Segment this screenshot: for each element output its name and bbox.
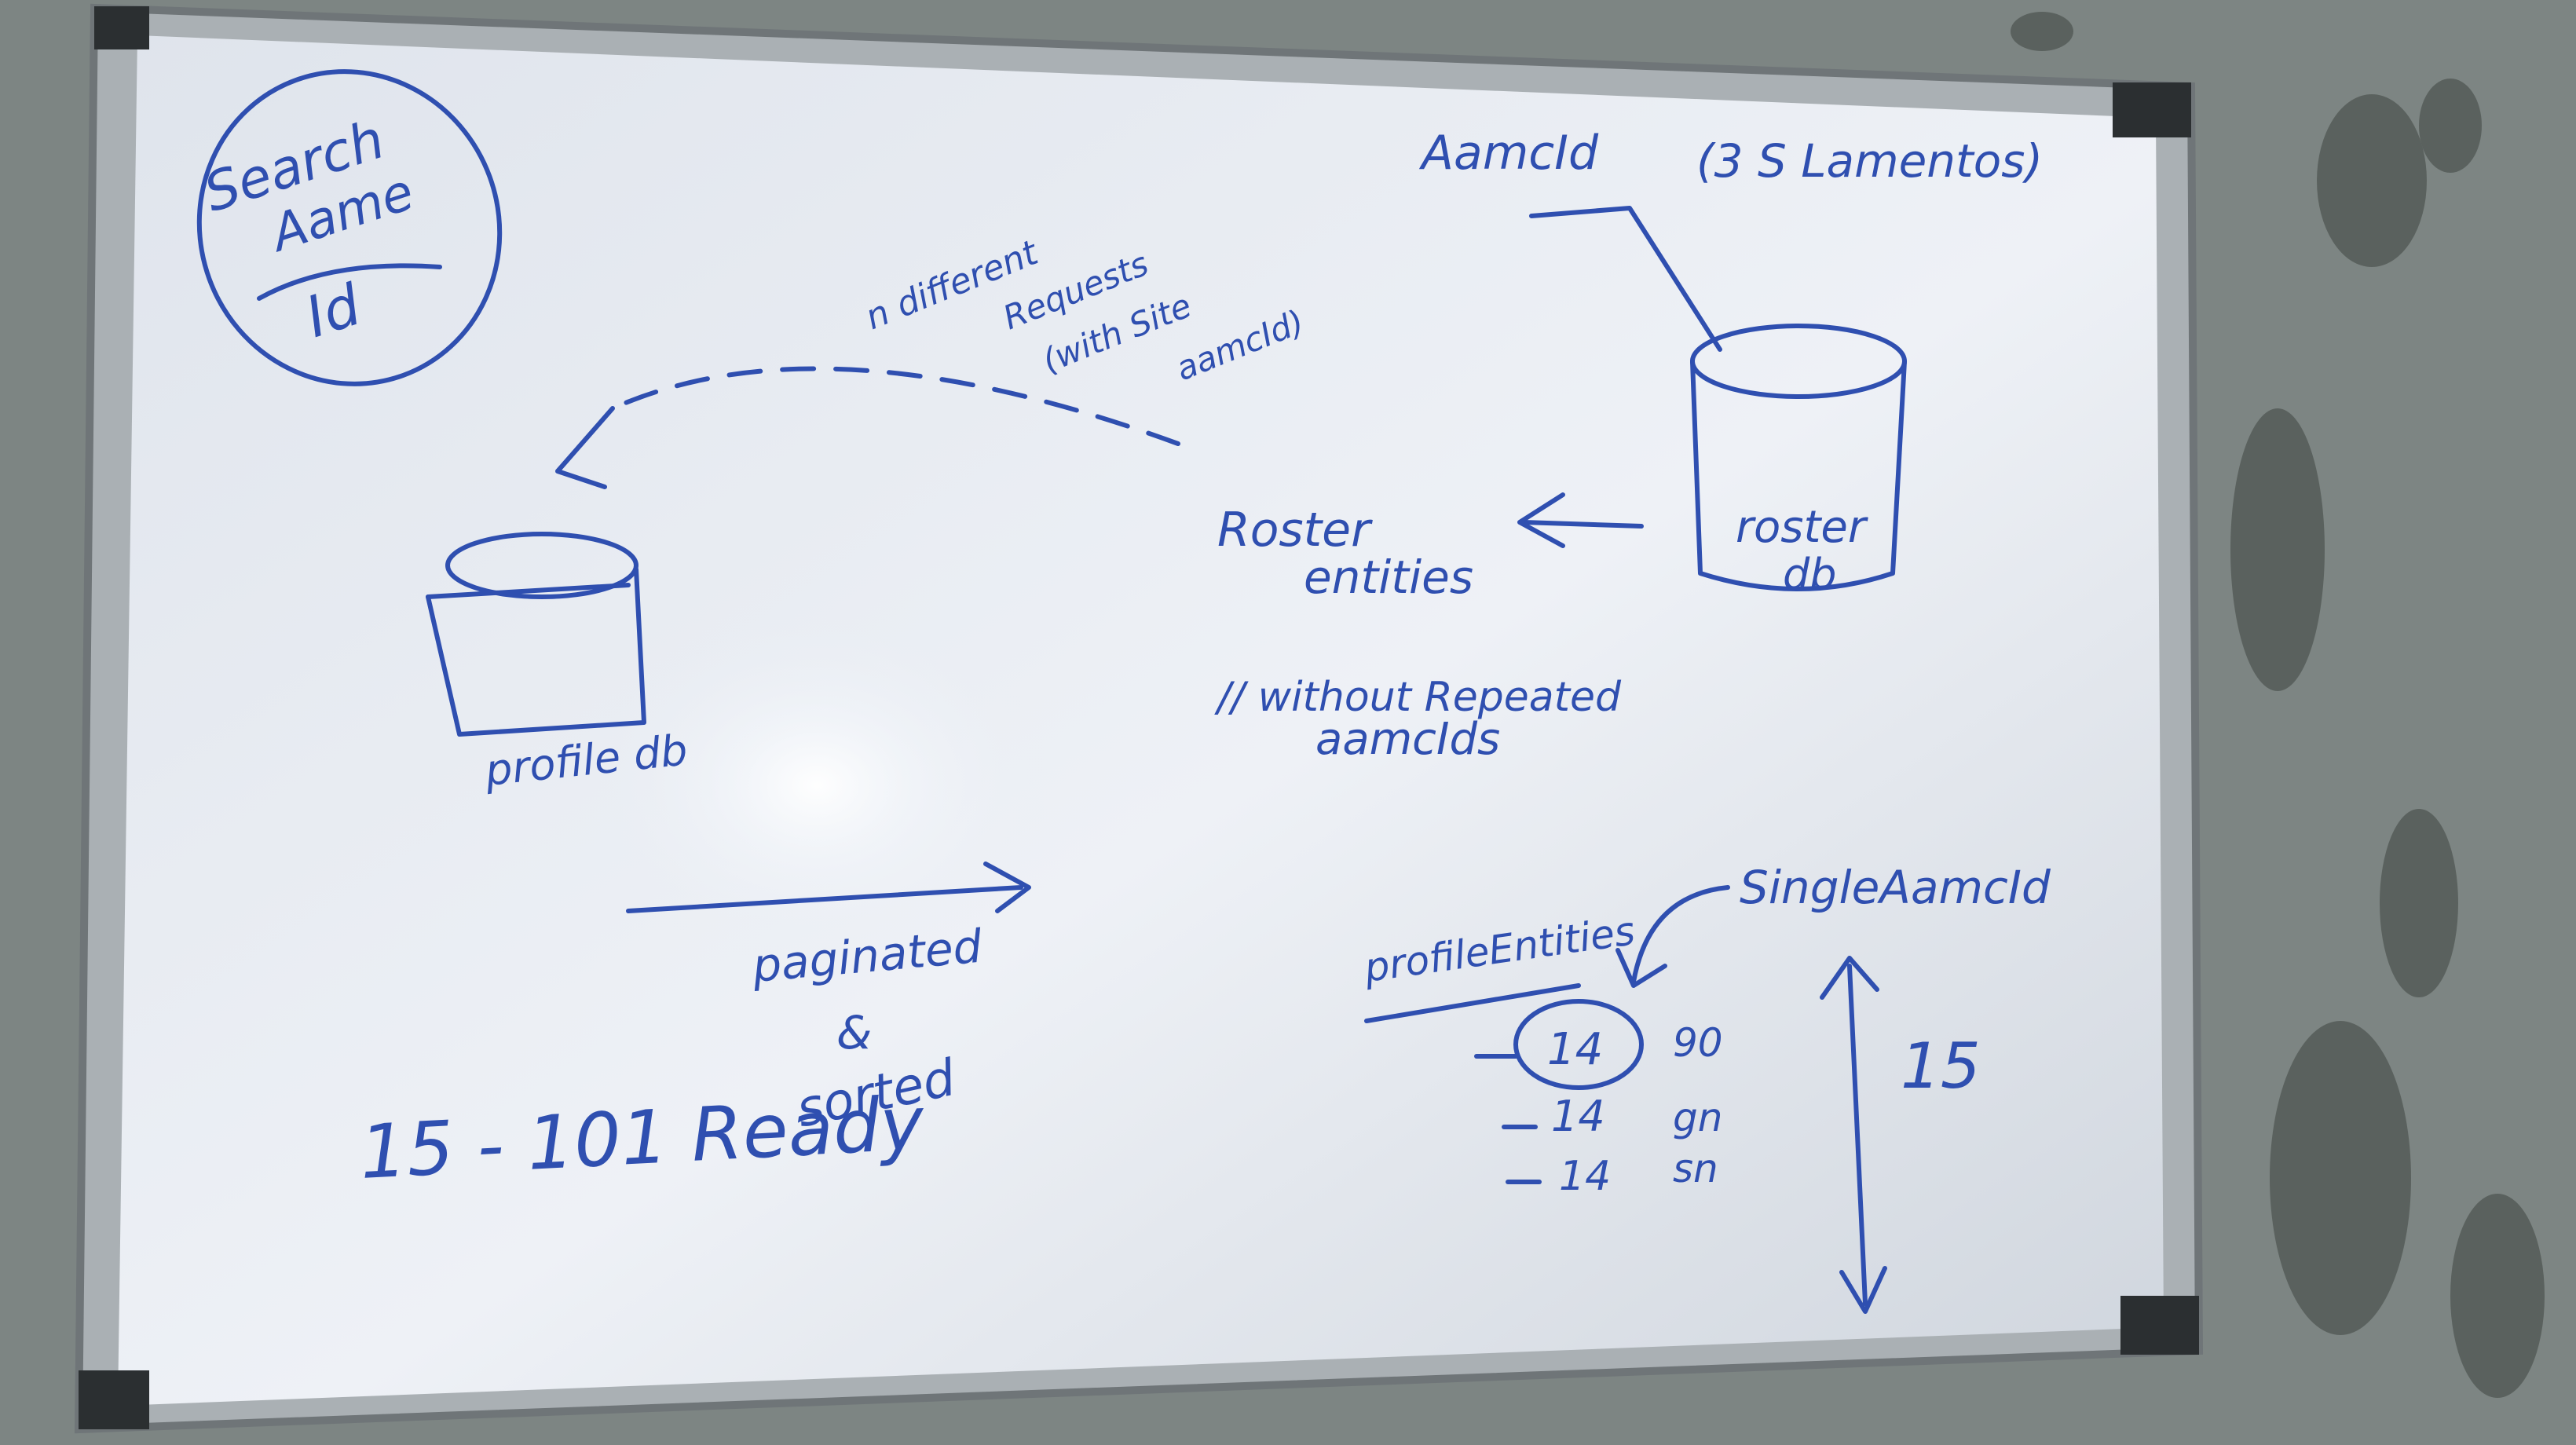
requests-dashed-arrow	[610, 366, 1180, 446]
db-right-label-1: roster	[1736, 502, 1868, 553]
paginated-arrowhead	[983, 862, 1031, 913]
row2-value: gn	[1673, 1095, 1722, 1140]
circle-underline	[257, 263, 442, 301]
count-arrow	[1847, 964, 1868, 1306]
without-line1: // without Repeated	[1214, 674, 1622, 721]
roster-line1: Roster	[1217, 503, 1373, 558]
roster-db-icon	[1690, 324, 1907, 591]
count-arrow-bottom	[1839, 1266, 1887, 1314]
single-label: SingleAamcId	[1740, 861, 2051, 914]
count-arrow-top	[1820, 956, 1879, 1000]
without-line2: aamcIds	[1315, 714, 1500, 765]
row1-number: 14	[1547, 1024, 1603, 1075]
single-arrowhead	[1615, 948, 1667, 988]
roster-arrowhead	[1517, 492, 1565, 548]
profile-entities-underline	[1364, 983, 1581, 1023]
wall-stains	[2011, 12, 2545, 1398]
row3-number: 14	[1559, 1153, 1611, 1200]
flash-glare	[581, 605, 1052, 966]
roster-line2: entities	[1304, 551, 1473, 604]
aamcid-link	[1529, 206, 1722, 352]
row3-value: sn	[1673, 1146, 1718, 1191]
row1-value: 90	[1673, 1020, 1723, 1066]
single-aamcid-arrow	[1631, 885, 1730, 984]
count-label: 15	[1901, 1030, 1981, 1103]
db-right-label-2: db	[1783, 550, 1837, 599]
row2-number: 14	[1551, 1092, 1605, 1141]
top-note: (3 S Lamentos)	[1696, 134, 2043, 188]
selected-row-circle	[1513, 999, 1644, 1090]
paginated-arrow	[626, 885, 1023, 913]
frame-corners	[79, 6, 2199, 1429]
board-surface	[118, 35, 2164, 1406]
profile-db-icon	[426, 532, 646, 737]
paginated-line2: &	[836, 1006, 872, 1059]
top-label: AamcId	[1418, 126, 1599, 181]
search-circle	[196, 69, 503, 386]
dashed-arrowhead	[555, 406, 615, 489]
roster-arrow	[1521, 520, 1644, 529]
